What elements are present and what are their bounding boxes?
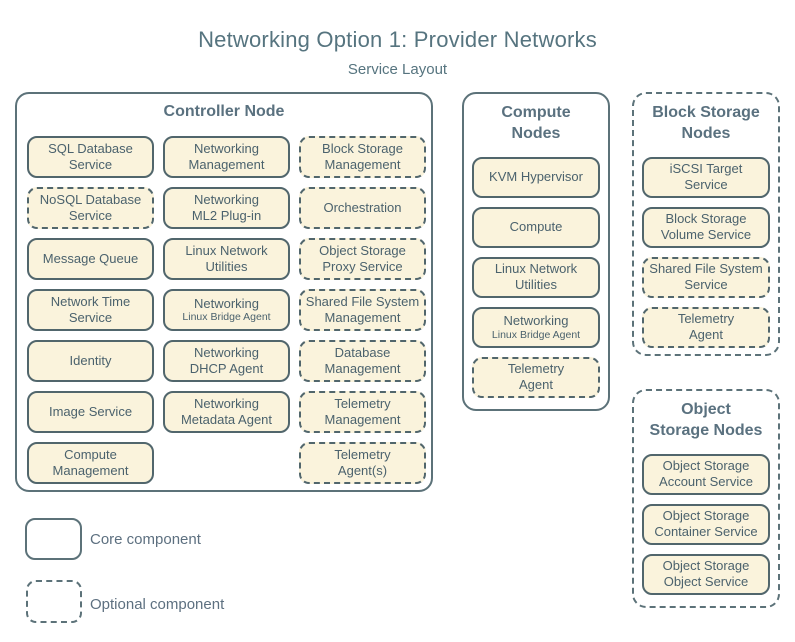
service-label: Compute bbox=[509, 219, 563, 235]
service-block-storage-volume: Block Storage Volume Service bbox=[642, 206, 770, 248]
service-label: Database Management bbox=[324, 344, 401, 376]
object-storage-services-stack: Object Storage Account Service Object St… bbox=[634, 453, 778, 595]
service-label: Linux Network Utilities bbox=[185, 242, 268, 274]
service-networking-metadata-agent: Networking Metadata Agent bbox=[163, 390, 290, 433]
service-label: Network Time Service bbox=[50, 293, 131, 325]
legend-core-label: Core component bbox=[90, 531, 201, 548]
compute-nodes-container: Compute Nodes KVM Hypervisor Compute Lin… bbox=[462, 92, 610, 411]
service-telemetry-management: Telemetry Management bbox=[299, 390, 426, 433]
service-networking-management: Networking Management bbox=[163, 135, 290, 178]
service-object-storage-account: Object Storage Account Service bbox=[642, 453, 770, 495]
service-label: Object Storage Container Service bbox=[654, 508, 758, 540]
service-label: Identity bbox=[69, 352, 112, 368]
service-iscsi-target: iSCSI Target Service bbox=[642, 156, 770, 198]
service-label: SQL Database Service bbox=[48, 140, 133, 172]
service-message-queue: Message Queue bbox=[27, 237, 154, 280]
service-label: Telemetry Agent bbox=[507, 361, 565, 393]
service-label: Linux Network Utilities bbox=[494, 261, 578, 293]
page-title: Networking Option 1: Provider Networks bbox=[198, 27, 597, 52]
service-shared-file-system: Shared File System Service bbox=[642, 256, 770, 298]
service-label: Block Storage Management bbox=[322, 140, 403, 172]
service-label: Networking Management bbox=[188, 140, 265, 172]
controller-node-header: Controller Node bbox=[163, 103, 285, 120]
service-label: Shared File System Management bbox=[305, 293, 420, 325]
block-storage-nodes-header: Block Storage Nodes bbox=[652, 104, 760, 142]
service-linux-network-utilities: Linux Network Utilities bbox=[472, 256, 600, 298]
service-telemetry-agent: Telemetry Agent bbox=[642, 306, 770, 348]
service-telemetry-agents: Telemetry Agent(s) bbox=[299, 441, 426, 484]
service-label: Object Storage Proxy Service bbox=[319, 242, 406, 274]
service-networking-dhcp-agent: Networking DHCP Agent bbox=[163, 339, 290, 382]
service-object-storage-proxy: Object Storage Proxy Service bbox=[299, 237, 426, 280]
service-image-service: Image Service bbox=[27, 390, 154, 433]
service-label: Networking bbox=[193, 295, 260, 311]
service-label: Message Queue bbox=[42, 250, 139, 266]
service-sublabel: Linux Bridge Agent bbox=[182, 311, 271, 324]
service-identity: Identity bbox=[27, 339, 154, 382]
service-sublabel: Linux Bridge Agent bbox=[491, 328, 581, 341]
service-label: Networking DHCP Agent bbox=[189, 344, 264, 376]
service-object-storage-object: Object Storage Object Service bbox=[642, 553, 770, 595]
page-subtitle: Service Layout bbox=[347, 61, 448, 78]
service-compute-management: Compute Management bbox=[27, 441, 154, 484]
empty-grid-cell bbox=[163, 442, 290, 484]
service-network-time: Network Time Service bbox=[27, 288, 154, 331]
service-label: Compute Management bbox=[52, 446, 129, 478]
service-orchestration: Orchestration bbox=[299, 186, 426, 229]
service-label: Object Storage Object Service bbox=[662, 558, 750, 590]
service-label: Image Service bbox=[48, 403, 133, 419]
service-object-storage-container: Object Storage Container Service bbox=[642, 503, 770, 545]
controller-services-grid: SQL Database Service Networking Manageme… bbox=[17, 135, 431, 484]
service-kvm-hypervisor: KVM Hypervisor bbox=[472, 156, 600, 198]
block-storage-services-stack: iSCSI Target Service Block Storage Volum… bbox=[634, 156, 778, 348]
object-storage-nodes-header: Object Storage Nodes bbox=[649, 401, 763, 439]
compute-nodes-header: Compute Nodes bbox=[501, 104, 571, 142]
service-label: NoSQL Database Service bbox=[39, 191, 142, 223]
controller-node-container: Controller Node SQL Database Service Net… bbox=[15, 92, 433, 492]
compute-services-stack: KVM Hypervisor Compute Linux Network Uti… bbox=[464, 156, 608, 398]
service-telemetry-agent: Telemetry Agent bbox=[472, 356, 600, 398]
service-label: Block Storage Volume Service bbox=[660, 211, 752, 243]
service-label: Object Storage Account Service bbox=[659, 458, 753, 490]
service-label: KVM Hypervisor bbox=[489, 169, 583, 185]
service-label: Telemetry Management bbox=[324, 395, 401, 427]
legend-optional-label: Optional component bbox=[90, 596, 225, 613]
service-label: Networking ML2 Plug-in bbox=[191, 191, 262, 223]
object-storage-nodes-container: Object Storage Nodes Object Storage Acco… bbox=[632, 389, 780, 608]
service-label: Shared File System Service bbox=[649, 261, 763, 293]
service-linux-network-utilities: Linux Network Utilities bbox=[163, 237, 290, 280]
service-block-storage-management: Block Storage Management bbox=[299, 135, 426, 178]
service-label: Networking Metadata Agent bbox=[180, 395, 273, 427]
legend-optional-swatch bbox=[26, 580, 82, 623]
service-sql-database: SQL Database Service bbox=[27, 135, 154, 178]
service-label: Telemetry Agent bbox=[677, 311, 735, 343]
service-label: Orchestration bbox=[323, 199, 402, 215]
service-label: iSCSI Target Service bbox=[669, 161, 743, 193]
service-label: Networking bbox=[503, 312, 569, 328]
service-shared-file-system-management: Shared File System Management bbox=[299, 288, 426, 331]
block-storage-nodes-container: Block Storage Nodes iSCSI Target Service… bbox=[632, 92, 780, 356]
legend-core-swatch bbox=[25, 518, 82, 560]
service-database-management: Database Management bbox=[299, 339, 426, 382]
service-label: Telemetry Agent(s) bbox=[334, 446, 391, 478]
service-nosql-database: NoSQL Database Service bbox=[27, 186, 154, 229]
service-networking-ml2-plugin: Networking ML2 Plug-in bbox=[163, 186, 290, 229]
service-compute: Compute bbox=[472, 206, 600, 248]
